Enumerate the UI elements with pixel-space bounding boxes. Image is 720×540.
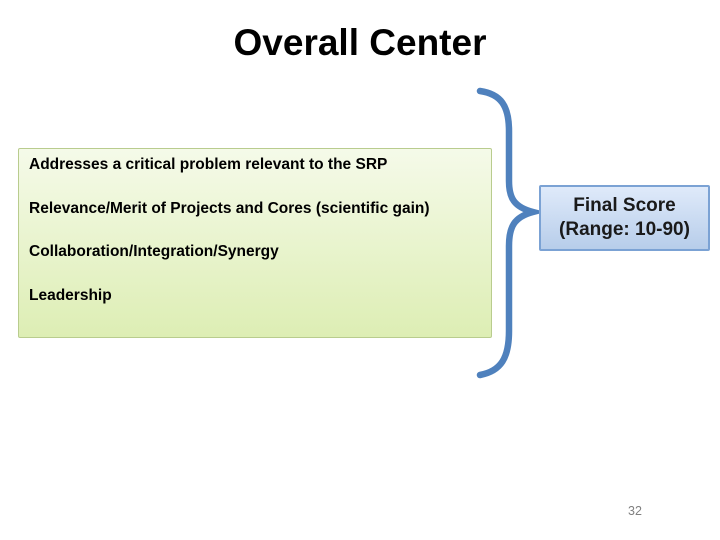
criteria-item: Leadership [29,287,112,304]
criteria-item: Addresses a critical problem relevant to… [29,156,388,173]
right-curly-brace-icon [476,87,540,379]
criteria-item: Collaboration/Integration/Synergy [29,243,279,260]
slide-title: Overall Center [233,22,487,63]
criteria-item: Relevance/Merit of Projects and Cores (s… [29,200,430,217]
criteria-box: Addresses a critical problem relevant to… [18,148,492,338]
final-score-range: (Range: 10-90) [559,219,690,240]
final-score-box: Final Score (Range: 10-90) [539,185,710,251]
page-number: 32 [628,504,642,518]
final-score-label: Final Score [573,195,676,216]
